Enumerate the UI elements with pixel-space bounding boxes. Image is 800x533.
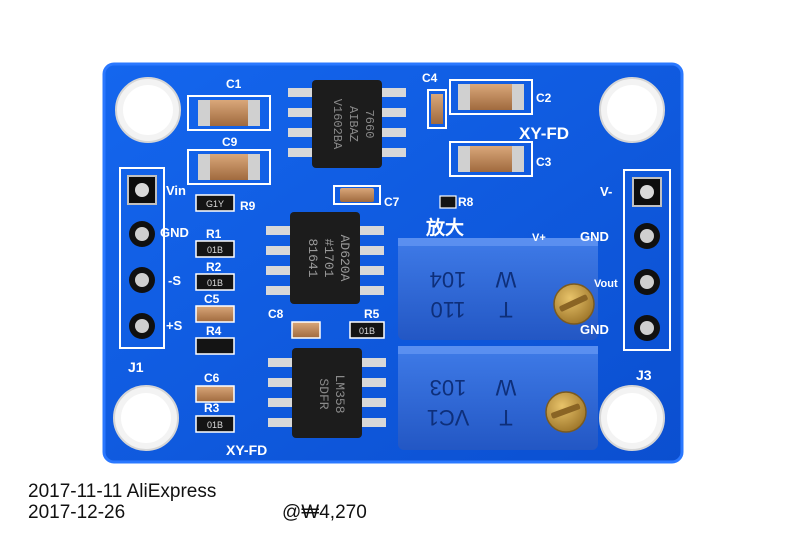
capacitor-c1 <box>187 95 271 131</box>
pin-label-gnd-right-2: GND <box>580 322 609 337</box>
ic-ad620a-marking: AD620A #1701 81641 <box>305 235 352 282</box>
ic-7660-marking: 7660 AIBAZ V1602BA <box>330 99 376 150</box>
resistor-r2-code: 01B <box>207 278 223 288</box>
pin-label-gnd-right-1: GND <box>580 229 609 244</box>
caption-order-date: 2017-11-11 AliExpress <box>28 481 217 502</box>
pot-bottom-w: W <box>495 375 516 400</box>
pot-bottom-vc1: VC1 <box>427 405 470 430</box>
ic-7660-line1: 7660 <box>362 110 376 139</box>
resistor-r5-code: 01B <box>359 326 375 336</box>
refdes-r8: R8 <box>458 195 474 209</box>
resistor-r1-code: 01B <box>207 245 223 255</box>
capacitor-c3 <box>449 141 533 177</box>
pcb-board-edge <box>102 62 684 464</box>
pin-label-gnd-left: GND <box>160 225 189 240</box>
refdes-r5: R5 <box>364 307 380 321</box>
refdes-c2: C2 <box>536 91 552 105</box>
refdes-c3: C3 <box>536 155 552 169</box>
caption-receive-date: 2017-12-26 <box>28 502 126 523</box>
pin-label-minus-s: -S <box>168 273 181 288</box>
ic-ad620a-line2: #1701 <box>321 238 336 277</box>
ic-lm358 <box>268 348 386 438</box>
refdes-c4: C4 <box>422 71 438 85</box>
header-j1 <box>119 167 165 349</box>
refdes-c7: C7 <box>384 195 400 209</box>
refdes-r2: R2 <box>206 260 222 274</box>
refdes-r4: R4 <box>206 324 222 338</box>
ic-lm358-line2: SDFR <box>316 378 331 409</box>
pot-top-t: T <box>499 297 512 322</box>
ic-7660 <box>288 80 406 168</box>
refdes-c1: C1 <box>226 77 242 91</box>
resistor-r2: 01B <box>195 273 235 291</box>
refdes-r3: R3 <box>204 401 220 415</box>
ic-ad620a <box>266 212 384 304</box>
potentiometer-top-marking: T 110 104 W <box>430 267 517 322</box>
refdes-c8: C8 <box>268 307 284 321</box>
ic-lm358-line1: LM358 <box>332 374 347 413</box>
ic-7660-line3: V1602BA <box>330 99 344 150</box>
ic-ad620a-line1: AD620A <box>337 235 352 282</box>
refdes-r1: R1 <box>206 227 222 241</box>
potentiometer-bottom-marking: T VC1 103 W <box>427 375 517 430</box>
gain-label: 放大 <box>425 216 464 239</box>
ic-7660-line2: AIBAZ <box>346 106 360 142</box>
mounting-holes <box>113 77 665 451</box>
resistor-r1: 01B <box>195 240 235 258</box>
pin-label-plus-s: +S <box>166 318 183 333</box>
refdes-c6: C6 <box>204 371 220 385</box>
header-j1-label: J1 <box>128 359 144 375</box>
pin-label-vminus: V- <box>600 184 612 199</box>
capacitor-c6 <box>195 385 235 403</box>
vplus-label: V+ <box>532 232 546 244</box>
refdes-c5: C5 <box>204 292 220 306</box>
pot-bottom-t: T <box>499 405 512 430</box>
brand-label-right: XY-FD <box>519 124 569 143</box>
pot-top-110: 110 <box>430 297 465 322</box>
resistor-r9-code: G1Y <box>206 199 224 209</box>
refdes-c9: C9 <box>222 135 238 149</box>
header-j3 <box>623 169 671 351</box>
capacitor-c4 <box>427 89 447 129</box>
pot-bottom-103: 103 <box>430 375 467 400</box>
ic-lm358-marking: LM358 SDFR <box>316 374 347 413</box>
capacitor-c5 <box>195 305 235 323</box>
resistor-r3: 01B <box>195 415 235 433</box>
caption-price: @₩4,270 <box>282 502 367 523</box>
capacitor-c9 <box>187 149 271 185</box>
pot-top-w: W <box>495 267 516 292</box>
capacitor-c2 <box>449 79 533 115</box>
refdes-r9: R9 <box>240 199 256 213</box>
pin-label-vout: Vout <box>594 278 618 290</box>
resistor-r9: G1Y <box>195 194 235 212</box>
capacitor-c7 <box>333 185 381 205</box>
brand-label-bottom: XY-FD <box>226 442 267 458</box>
potentiometer-top <box>398 238 598 340</box>
resistor-r5: 01B <box>349 321 385 339</box>
header-j3-label: J3 <box>636 367 652 383</box>
capacitor-c8 <box>291 321 321 339</box>
resistor-r8 <box>439 195 457 209</box>
pot-top-104: 104 <box>430 267 467 292</box>
pin-label-vin: Vin <box>166 183 186 198</box>
potentiometer-bottom <box>398 346 598 450</box>
resistor-r3-code: 01B <box>207 420 223 430</box>
resistor-r4 <box>195 337 235 355</box>
ic-ad620a-line3: 81641 <box>305 238 320 277</box>
